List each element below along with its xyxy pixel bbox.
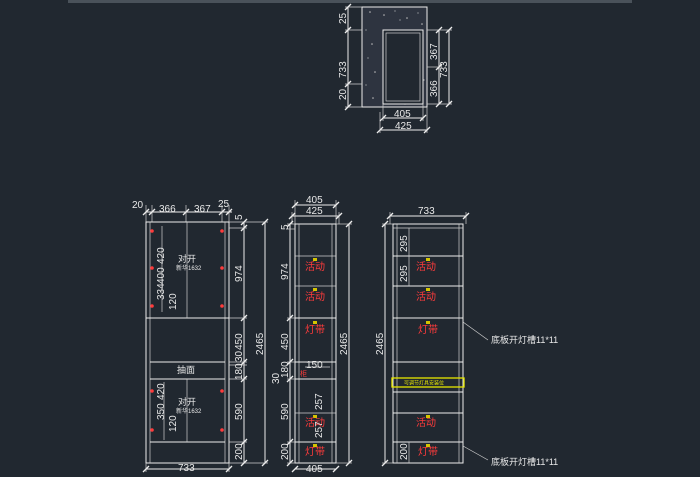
dim-f-350: 350 [156, 403, 167, 420]
right-huodong-1: 活动 [416, 261, 436, 273]
dim-s-405b: 405 [306, 464, 323, 475]
dim-s-200: 200 [280, 443, 291, 460]
side-mark-small: 柜 [300, 369, 307, 378]
dim-r-295b: 295 [399, 265, 410, 282]
right-dengdai-2: 灯带 [418, 446, 438, 458]
right-dengdai-1: 灯带 [418, 324, 438, 336]
right-huodong-2: 活动 [416, 291, 436, 303]
dim-f-590: 590 [234, 403, 245, 420]
side-dengdai-2: 灯带 [305, 446, 325, 458]
dim-f-367: 367 [194, 204, 211, 215]
dim-s-590: 590 [280, 403, 291, 420]
right-view: 733 可调节灯具安装位 活动 活动 灯带 活动 灯带 295 295 200 [375, 206, 558, 467]
dim-f-180: 180 [234, 363, 245, 380]
dim-s-425: 425 [306, 206, 323, 217]
dim-upper-367: 367 [429, 43, 440, 60]
front-view: 20 366 367 25 420 400 334 120 350 4 [132, 199, 269, 474]
dim-f-200: 200 [234, 443, 245, 460]
dim-f-20: 20 [132, 200, 144, 211]
dim-right-733: 733 [439, 61, 450, 78]
dim-f-25: 25 [218, 199, 230, 210]
right-huodong-3: 活动 [416, 417, 436, 429]
dim-f-733: 733 [178, 463, 195, 474]
dim-s-150: 150 [306, 360, 323, 371]
drawer-label: 抽面 [177, 364, 195, 375]
dim-top-25: 25 [338, 12, 349, 24]
dim-r-200: 200 [399, 443, 410, 460]
hinges [150, 229, 224, 432]
dim-s-257a: 257 [314, 393, 325, 410]
side-huodong-3: 活动 [305, 417, 325, 429]
dim-f-120b: 120 [168, 415, 179, 432]
side-huodong-1: 活动 [305, 261, 325, 273]
dim-s-450: 450 [280, 333, 291, 350]
header-strip [68, 0, 632, 3]
side-view: 405 425 活动 活动 灯带 活动 灯带 柜 150 257 257 [271, 195, 353, 475]
dim-s-180: 180 [280, 361, 291, 378]
dim-bottom-20: 20 [338, 88, 349, 100]
dim-f-30: 30 [234, 350, 245, 362]
adjustable-light-band [391, 377, 465, 388]
dim-s-2465: 2465 [339, 332, 350, 355]
dim-r-295a: 295 [399, 235, 410, 252]
note-bottom: 底板开灯槽11*11 [491, 456, 558, 467]
dim-outer-425: 425 [395, 121, 412, 132]
dim-r-2465: 2465 [375, 332, 386, 355]
dim-f-450: 450 [234, 333, 245, 350]
dim-s-405: 405 [306, 195, 323, 206]
dim-lower-366: 366 [429, 80, 440, 97]
dim-f-974: 974 [234, 265, 245, 282]
front-cabinet [145, 221, 230, 464]
dim-s-5: 5 [280, 224, 291, 230]
upper-door-sub: 新华1632 [176, 264, 202, 272]
lower-door-label: 对开 [178, 396, 196, 407]
dim-s-974: 974 [280, 263, 291, 280]
dim-r-733: 733 [418, 206, 435, 217]
dim-f-420b: 420 [156, 383, 167, 400]
dim-f-420a: 420 [156, 247, 167, 264]
dim-f-334: 334 [156, 283, 167, 300]
top-view: 25 733 20 367 366 733 405 425 [338, 3, 453, 134]
dim-f-400: 400 [156, 267, 167, 284]
lower-door-sub: 新华1632 [176, 407, 202, 415]
note-top: 底板开灯槽11*11 [491, 334, 558, 345]
side-cabinet [294, 223, 337, 464]
top-view-inner [382, 29, 424, 105]
dim-f-366: 366 [159, 204, 176, 215]
dim-f-120a: 120 [168, 293, 179, 310]
right-cabinet [392, 223, 464, 464]
dim-left-733: 733 [338, 61, 349, 78]
dim-s-30: 30 [271, 372, 282, 384]
upper-door-label: 对开 [178, 253, 196, 264]
side-dengdai-1: 灯带 [305, 324, 325, 336]
dim-f-2465: 2465 [255, 332, 266, 355]
top-view-inner2 [385, 32, 421, 102]
dim-s-257b: 257 [314, 421, 325, 438]
dim-inner-405: 405 [394, 109, 411, 120]
dim-f-5: 5 [234, 214, 245, 220]
yellow-band-label: 可调节灯具安装位 [404, 380, 444, 387]
side-huodong-2: 活动 [305, 291, 325, 303]
